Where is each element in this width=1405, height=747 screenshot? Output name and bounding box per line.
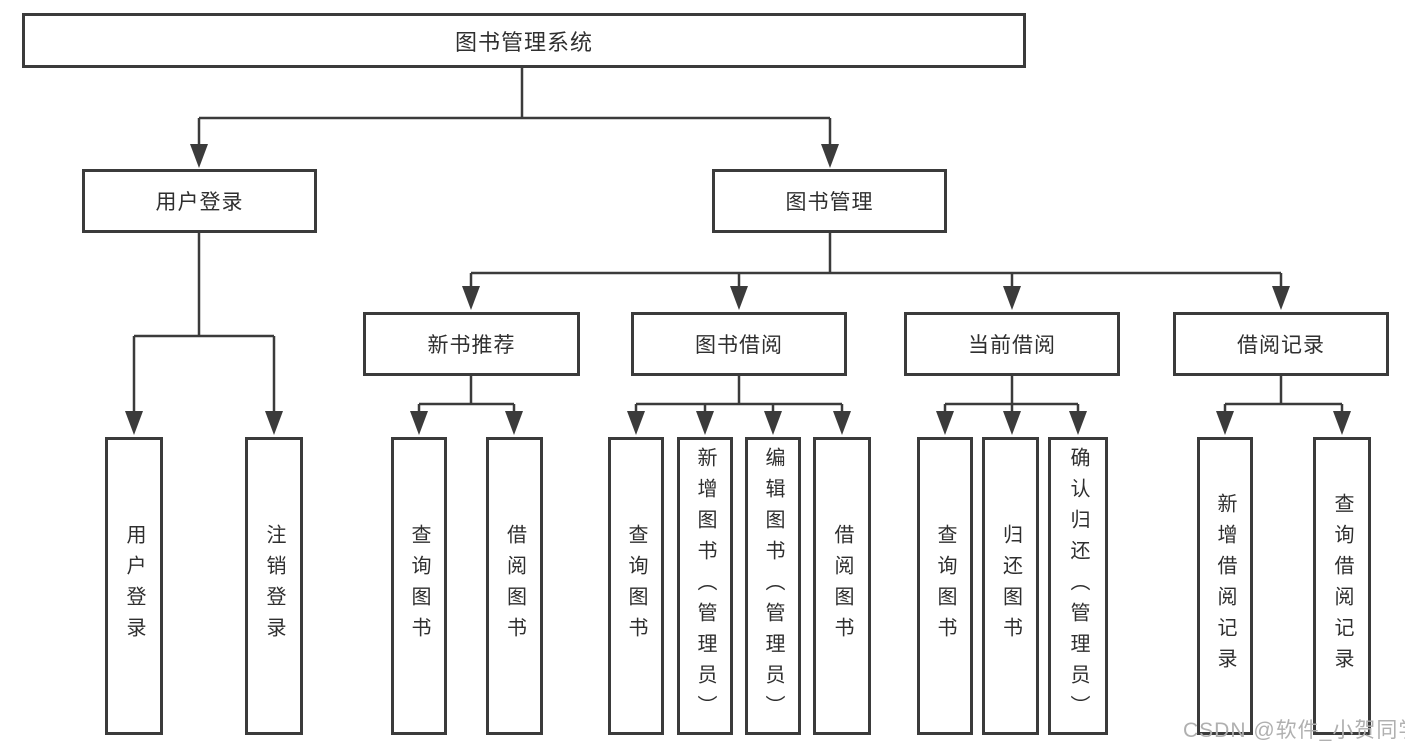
node-label: 确认归还（管理员） (1067, 446, 1089, 726)
node-label: 查询图书 (408, 524, 430, 648)
csdn-watermark: CSDN @软件_小贺同学 (1183, 719, 1405, 742)
node-label: 注销登录 (263, 524, 285, 648)
node-label: 新增借阅记录 (1214, 493, 1236, 679)
node-label: 用户登录 (123, 524, 145, 648)
leaf-borrow-books-recommendation: 借阅图书 (486, 437, 543, 735)
node-label: 借阅记录 (1237, 334, 1325, 357)
leaf-user-login: 用户登录 (105, 437, 163, 735)
node-label: 查询借阅记录 (1331, 493, 1353, 679)
arrowheads (125, 144, 1351, 435)
leaf-borrow-books-borrowing: 借阅图书 (813, 437, 871, 735)
leaf-query-books-current: 查询图书 (917, 437, 973, 735)
node-library-management-system: 图书管理系统 (22, 13, 1026, 68)
leaf-query-borrowing-record: 查询借阅记录 (1313, 437, 1371, 735)
node-borrowing-records: 借阅记录 (1173, 312, 1389, 376)
node-label: 借阅图书 (503, 524, 526, 648)
leaf-add-books-admin: 新增图书（管理员） (677, 437, 733, 735)
node-label: 编辑图书（管理员） (762, 446, 784, 726)
node-book-management-branch: 图书管理 (712, 169, 947, 233)
node-label: 查询图书 (934, 524, 956, 648)
leaf-confirm-return-admin: 确认归还（管理员） (1048, 437, 1108, 735)
node-label: 图书管理 (785, 191, 874, 214)
node-label: 新增图书（管理员） (694, 446, 716, 726)
leaf-add-borrowing-record: 新增借阅记录 (1197, 437, 1253, 735)
node-label: 查询图书 (625, 524, 647, 648)
node-label: 归还图书 (999, 524, 1022, 648)
node-label: 图书管理系统 (454, 29, 593, 55)
node-label: 借阅图书 (831, 524, 853, 648)
node-label: 当前借阅 (968, 334, 1056, 357)
leaf-edit-books-admin: 编辑图书（管理员） (745, 437, 801, 735)
node-label: 图书借阅 (695, 334, 783, 357)
leaf-return-books: 归还图书 (982, 437, 1039, 735)
node-label: 用户登录 (155, 191, 244, 214)
node-user-login-branch: 用户登录 (82, 169, 317, 233)
node-current-borrowing: 当前借阅 (904, 312, 1120, 376)
leaf-logout: 注销登录 (245, 437, 303, 735)
node-new-book-recommendation: 新书推荐 (363, 312, 580, 376)
node-book-borrowing: 图书借阅 (631, 312, 847, 376)
leaf-query-books-borrowing: 查询图书 (608, 437, 664, 735)
leaf-query-books-recommendation: 查询图书 (391, 437, 447, 735)
node-label: 新书推荐 (427, 334, 516, 357)
